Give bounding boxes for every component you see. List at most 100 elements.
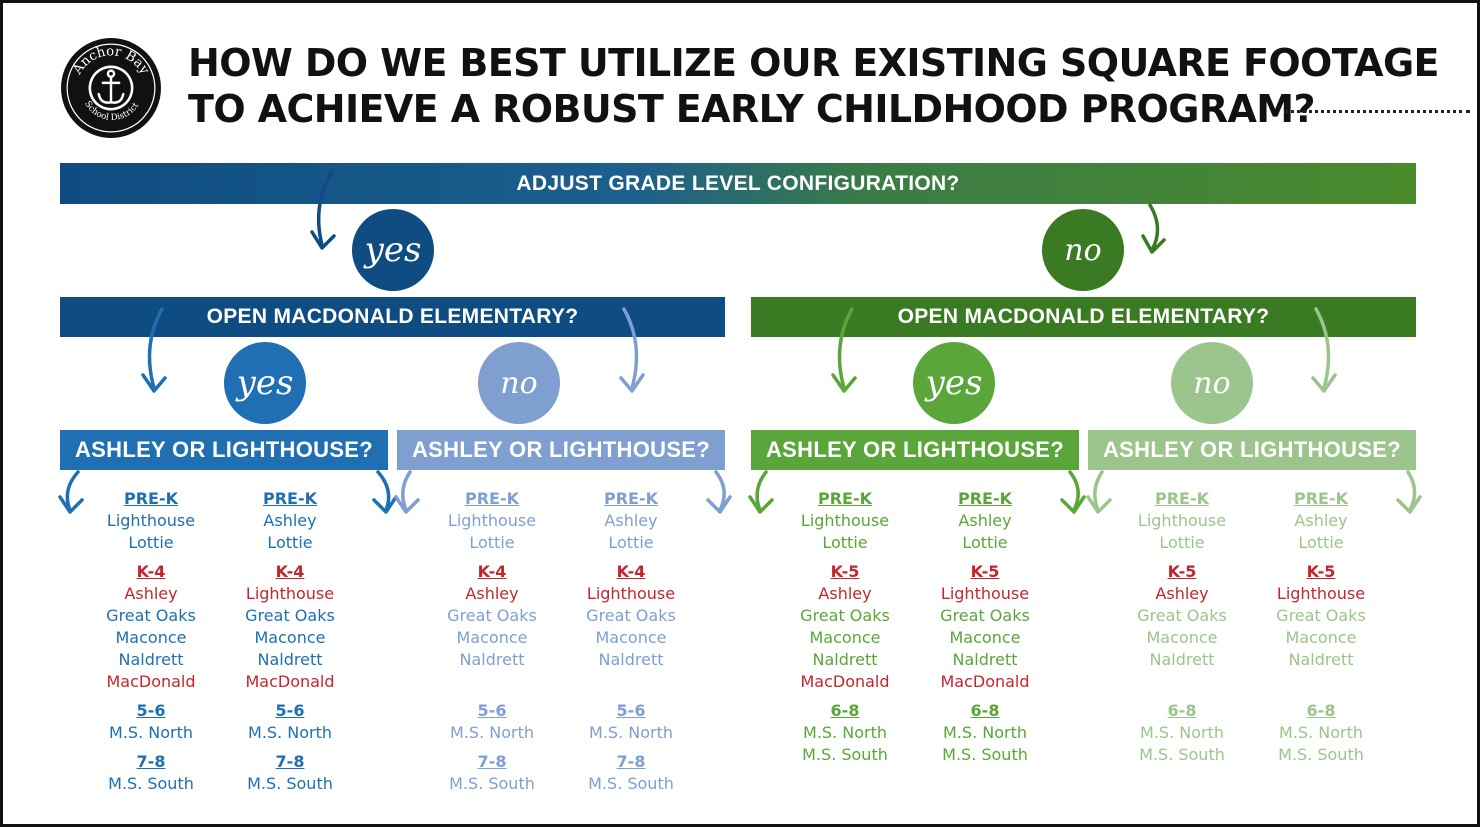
- school-name: M.S. North: [1140, 723, 1224, 742]
- school-name: Naldrett: [1149, 650, 1215, 669]
- grade-header-upper: 7-8: [136, 752, 166, 771]
- school-name: M.S. North: [943, 723, 1027, 742]
- school-name: M.S. North: [803, 723, 887, 742]
- school-name: Naldrett: [257, 650, 323, 669]
- school-name: Lighthouse: [800, 511, 890, 530]
- open-macdonald-question-blue: OPEN MACDONALD ELEMENTARY?: [60, 297, 725, 337]
- grade-header-prek: PRE-K: [262, 489, 317, 508]
- school-name: Lottie: [469, 533, 515, 552]
- school-name: Lottie: [128, 533, 174, 552]
- grade-header-elementary: K-5: [1306, 562, 1336, 581]
- school-name: Lighthouse: [447, 511, 537, 530]
- anchor-bay-logo: Anchor Bay School District: [61, 38, 161, 138]
- school-name: Naldrett: [1288, 650, 1354, 669]
- spacer: [427, 671, 557, 693]
- spacer: [427, 744, 557, 751]
- grade-header-middle: 6-8: [1167, 701, 1197, 720]
- grade-header-prek: PRE-K: [817, 489, 872, 508]
- spacer: [86, 693, 216, 700]
- grade-header-prek: PRE-K: [957, 489, 1012, 508]
- school-name: M.S. North: [450, 723, 534, 742]
- school-name: Maconce: [254, 628, 326, 647]
- school-name: M.S. South: [449, 774, 535, 793]
- spacer: [225, 693, 355, 700]
- ashley-or-lighthouse-question: ASHLEY OR LIGHTHOUSE?: [1088, 430, 1416, 470]
- school-name: Great Oaks: [1276, 606, 1366, 625]
- school-name: Maconce: [1285, 628, 1357, 647]
- school-name: Lottie: [1298, 533, 1344, 552]
- ashley-or-lighthouse-question: ASHLEY OR LIGHTHOUSE?: [751, 430, 1079, 470]
- school-name: Lottie: [608, 533, 654, 552]
- school-name: M.S. South: [1278, 745, 1364, 764]
- spacer: [780, 554, 910, 561]
- school-name: Maconce: [809, 628, 881, 647]
- school-name: Great Oaks: [800, 606, 890, 625]
- spacer: [566, 554, 696, 561]
- school-name: M.S. South: [942, 745, 1028, 764]
- grade-header-prek: PRE-K: [123, 489, 178, 508]
- grade-header-upper: 7-8: [275, 752, 305, 771]
- school-name: M.S. South: [1139, 745, 1225, 764]
- school-name: M.S. South: [802, 745, 888, 764]
- grade-header-elementary: K-4: [616, 562, 646, 581]
- school-name: Naldrett: [952, 650, 1018, 669]
- school-name: Great Oaks: [245, 606, 335, 625]
- school-name: MacDonald: [940, 672, 1030, 691]
- spacer: [1256, 554, 1386, 561]
- school-name: M.S. North: [589, 723, 673, 742]
- open-macdonald-question-green: OPEN MACDONALD ELEMENTARY?: [751, 297, 1416, 337]
- no-badge: no: [478, 342, 560, 424]
- school-name: M.S. North: [248, 723, 332, 742]
- school-name: Maconce: [456, 628, 528, 647]
- grade-header-middle: 6-8: [1306, 701, 1336, 720]
- grade-header-elementary: K-5: [1167, 562, 1197, 581]
- spacer: [86, 744, 216, 751]
- school-name: Lottie: [962, 533, 1008, 552]
- school-name: Naldrett: [459, 650, 525, 669]
- school-name: Great Oaks: [1137, 606, 1227, 625]
- grade-header-elementary: K-5: [830, 562, 860, 581]
- school-name: Maconce: [949, 628, 1021, 647]
- school-name: MacDonald: [245, 672, 335, 691]
- school-name: Naldrett: [598, 650, 664, 669]
- spacer: [1117, 671, 1247, 693]
- spacer: [1256, 693, 1386, 700]
- school-name: Lighthouse: [1276, 584, 1366, 603]
- school-name: M.S. South: [108, 774, 194, 793]
- school-name: Ashley: [124, 584, 178, 603]
- spacer: [920, 554, 1050, 561]
- school-name: Great Oaks: [940, 606, 1030, 625]
- title-line-2: TO ACHIEVE A ROBUST EARLY CHILDHOOD PROG…: [188, 87, 1316, 131]
- spacer: [566, 693, 696, 700]
- school-name: M.S. South: [588, 774, 674, 793]
- spacer: [566, 744, 696, 751]
- grade-header-prek: PRE-K: [1293, 489, 1348, 508]
- grade-header-middle: 5-6: [477, 701, 507, 720]
- school-name: MacDonald: [800, 672, 890, 691]
- grade-header-middle: 5-6: [616, 701, 646, 720]
- spacer: [780, 693, 910, 700]
- school-name: Maconce: [1146, 628, 1218, 647]
- no-badge: no: [1171, 342, 1253, 424]
- school-name: Ashley: [958, 511, 1012, 530]
- school-name: Lighthouse: [586, 584, 676, 603]
- school-name: Ashley: [604, 511, 658, 530]
- school-name: M.S. North: [1279, 723, 1363, 742]
- grade-header-prek: PRE-K: [1154, 489, 1209, 508]
- school-name: Lighthouse: [106, 511, 196, 530]
- school-name: Ashley: [1155, 584, 1209, 603]
- school-name: Naldrett: [812, 650, 878, 669]
- yes-badge: yes: [224, 342, 306, 424]
- grade-header-middle: 6-8: [830, 701, 860, 720]
- grade-header-middle: 6-8: [970, 701, 1000, 720]
- spacer: [920, 693, 1050, 700]
- grade-header-middle: 5-6: [275, 701, 305, 720]
- school-name: Ashley: [1294, 511, 1348, 530]
- yes-badge: yes: [913, 342, 995, 424]
- grade-header-middle: 5-6: [136, 701, 166, 720]
